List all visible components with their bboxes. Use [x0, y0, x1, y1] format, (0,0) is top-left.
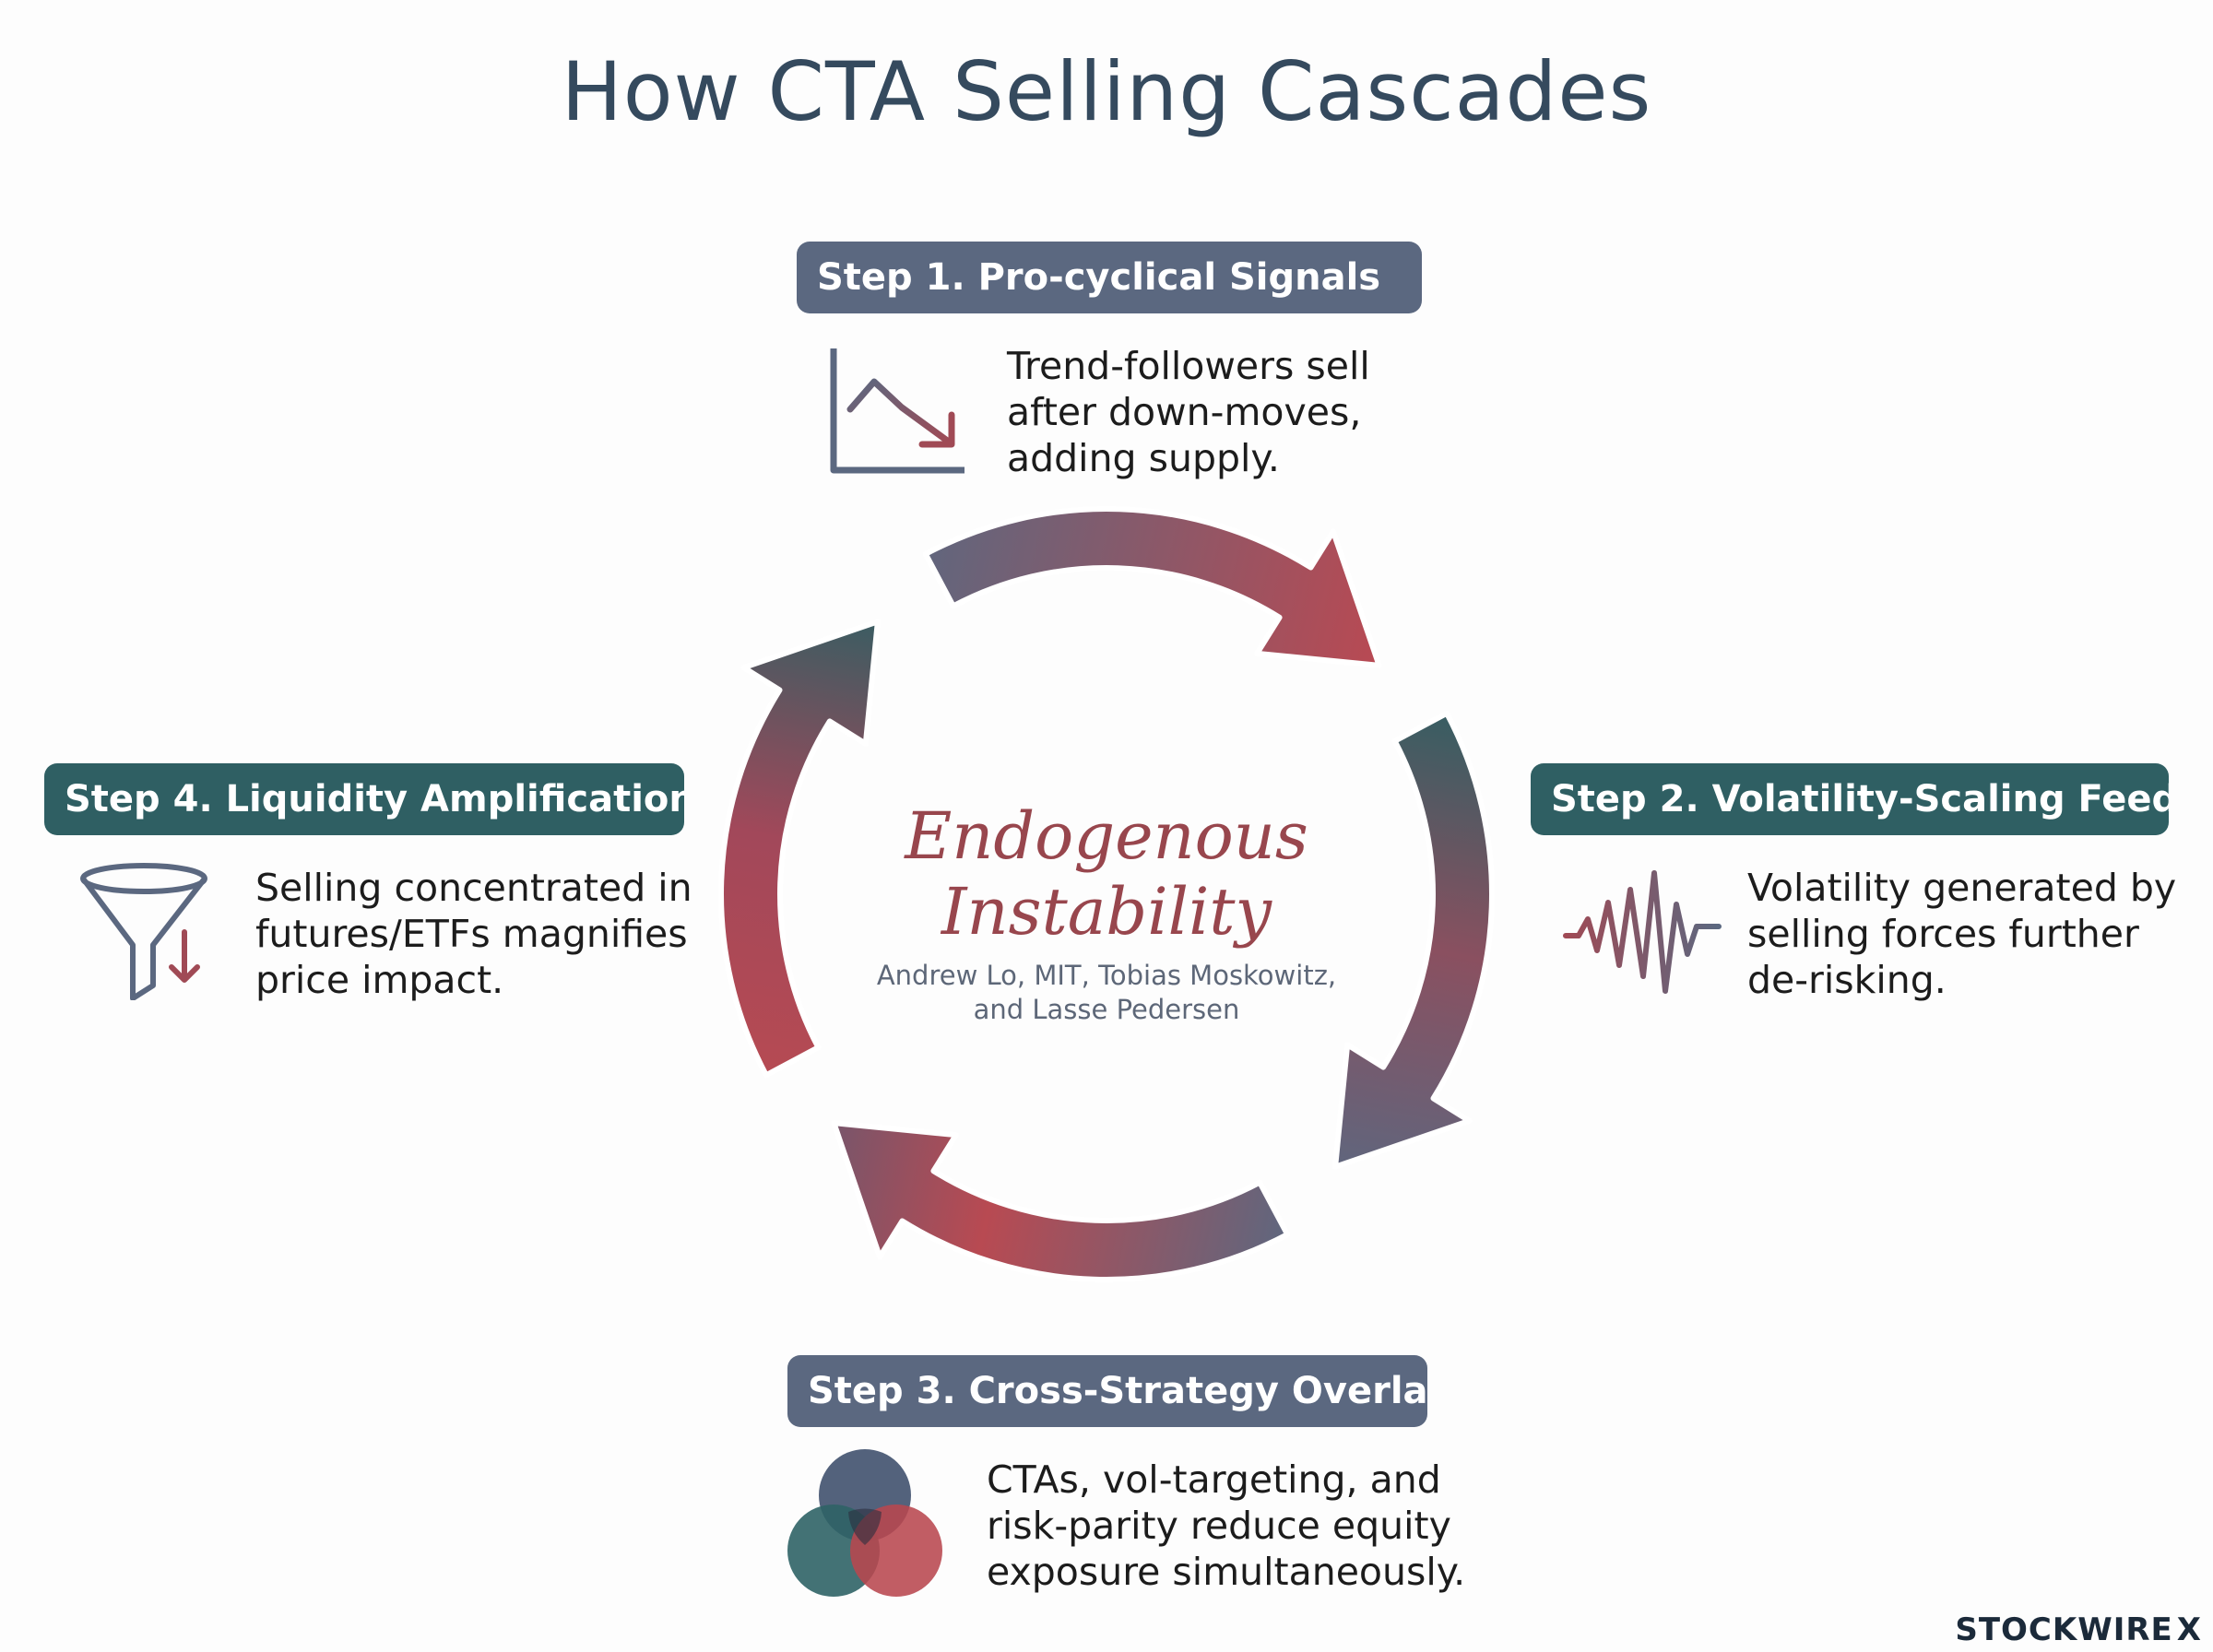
center-title: Endogenous Instability [905, 798, 1308, 950]
declining-chart-icon [830, 348, 964, 474]
funnel-down-arrow-icon [80, 863, 207, 1000]
step-2-header: Step 2. Volatility-Scaling Feedback [1531, 763, 2169, 835]
cycle-arrow-left [718, 619, 881, 1079]
step-2-description: Volatility generated by selling forces f… [1747, 866, 2177, 1002]
step-1-description: Trend-followers sell after down-moves, a… [1007, 344, 1370, 480]
step-4-header: Step 4. Liquidity Amplification [44, 763, 684, 835]
step-4-description: Selling concentrated in futures/ETFs mag… [255, 866, 692, 1002]
center-attribution: Andrew Lo, MIT, Tobias Moskowitz, and La… [876, 960, 1337, 1025]
cycle-arrow-right [1332, 710, 1495, 1170]
cycle-arrow-top [922, 506, 1382, 668]
page-title: How CTA Selling Cascades [561, 44, 1652, 139]
step-3-header: Step 3. Cross-Strategy Overlap [787, 1355, 1427, 1427]
overlapping-circles-icon [787, 1449, 942, 1597]
step-3-description: CTAs, vol-targeting, and risk-parity red… [987, 1457, 1466, 1594]
volatility-spike-icon [1563, 870, 1722, 994]
step-1-header: Step 1. Pro-cyclical Signals [797, 242, 1422, 313]
cycle-arrow-bottom [831, 1120, 1291, 1282]
cycle-arrow-group [718, 506, 1495, 1282]
